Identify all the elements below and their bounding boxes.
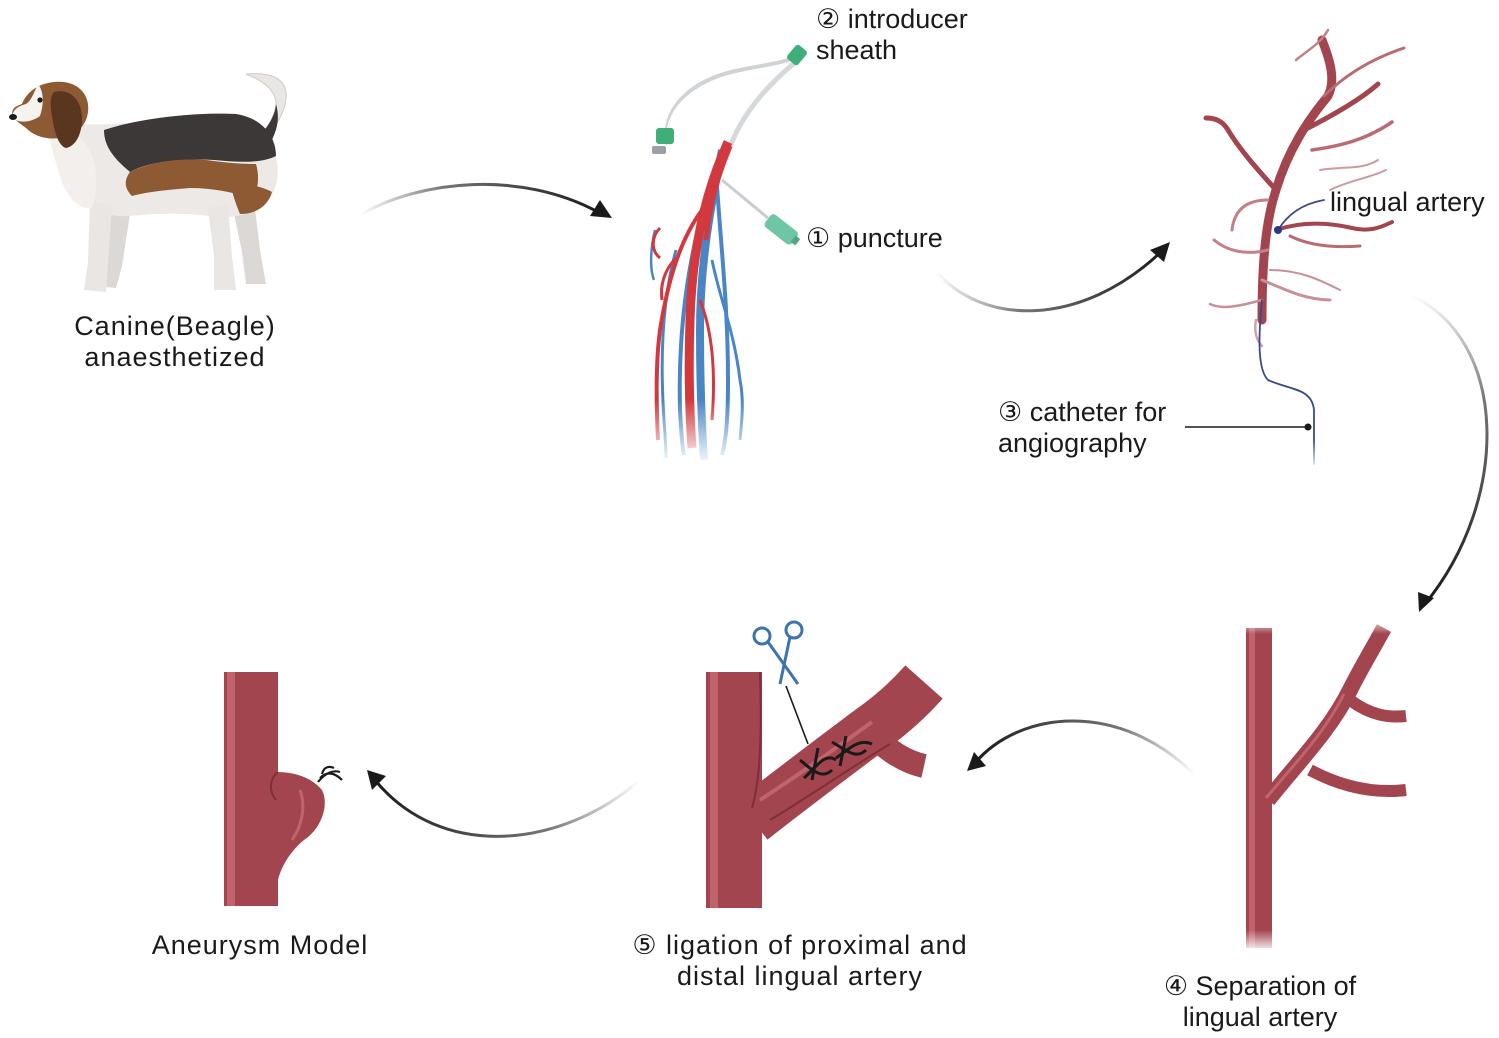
introducer-sheath-label-line-2: sheath <box>816 35 898 65</box>
arrowhead-3 <box>1418 592 1434 612</box>
suture-knot-icon <box>317 765 343 783</box>
process-arrows <box>359 182 1489 838</box>
aneurysm-model-label-text: Aneurysm Model <box>151 930 369 960</box>
lingual-artery-label: lingual artery <box>1330 187 1485 218</box>
syringe-icon <box>764 214 800 246</box>
sheath-hub-icon <box>787 44 807 66</box>
dog-label: Canine(Beagle) anaesthetized <box>50 311 300 373</box>
arrowhead-1 <box>590 200 612 218</box>
separation-label-line-1: ④ Separation of <box>1163 971 1357 1001</box>
arrow-1 <box>359 182 599 217</box>
lingual-artery-label-text: lingual artery <box>1330 187 1485 217</box>
arrow-5 <box>373 778 641 838</box>
arterial-tree-illustration <box>1203 28 1406 470</box>
arrowhead-2 <box>1150 242 1170 262</box>
beagle-illustration <box>9 73 287 292</box>
catheter-label: ③ catheter for angiography <box>998 397 1166 459</box>
aneurysm-model-label: Aneurysm Model <box>130 930 390 961</box>
stopcock-icon <box>656 128 674 144</box>
arrow-2 <box>933 248 1165 313</box>
puncture-label-text: ① puncture <box>806 223 943 253</box>
catheter-pointer-dot <box>1304 423 1312 431</box>
arrowhead-5 <box>367 770 386 790</box>
ligation-label-line-2: distal lingual artery <box>676 961 924 991</box>
ligation-label: ⑤ ligation of proximal and distal lingua… <box>600 930 1000 992</box>
suture-knot-icon <box>799 735 873 781</box>
separation-label: ④ Separation of lingual artery <box>1140 971 1380 1033</box>
introducer-sheath-label: ② introducer sheath <box>816 4 968 66</box>
arrow-4 <box>973 719 1197 777</box>
separation-label-line-2: lingual artery <box>1182 1002 1338 1032</box>
arrowheads <box>367 200 1434 790</box>
ligation-label-line-1: ⑤ ligation of proximal and <box>632 930 968 960</box>
puncture-label: ① puncture <box>806 223 943 254</box>
catheter-label-line-1: ③ catheter for <box>998 397 1167 427</box>
dog-label-line-2: anaesthetized <box>84 342 266 372</box>
aneurysm-model-illustration <box>224 672 343 906</box>
arrowhead-4 <box>967 752 986 771</box>
catheter-label-line-2: angiography <box>998 428 1147 458</box>
dog-label-line-1: Canine(Beagle) <box>74 311 276 341</box>
scissors-icon <box>752 620 804 685</box>
introducer-sheath-label-line-1: ② introducer <box>816 4 968 34</box>
arrow-3 <box>1409 293 1489 605</box>
femoral-vessels-illustration <box>630 44 807 466</box>
ligation-illustration <box>706 620 943 908</box>
separated-lingual-artery-illustration <box>1236 616 1416 952</box>
